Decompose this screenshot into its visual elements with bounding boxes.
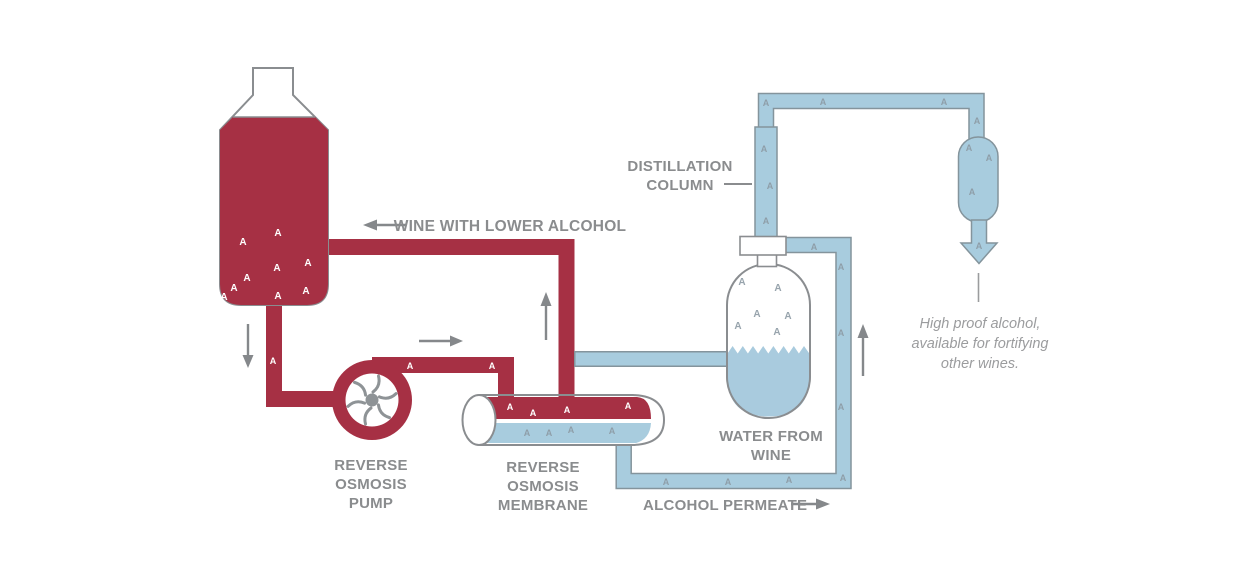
high-proof-note-line2: available for fortifying: [911, 336, 1048, 352]
alcohol-marker: A: [274, 291, 281, 302]
high-proof-alcohol-arrow-icon: [959, 219, 999, 265]
wine-pipes: [266, 239, 575, 407]
water-from-wine-label-line1: WATER FROM: [719, 428, 823, 445]
high-proof-note-line1: High proof alcohol,: [920, 316, 1041, 332]
water-from-wine-vessel: A A A A A A: [726, 263, 811, 419]
alcohol-pipes: [574, 92, 985, 490]
membrane-retentate-half: [479, 397, 651, 419]
flow-arrow-up-permeate-icon: [857, 324, 869, 376]
alcohol-marker: A: [763, 216, 770, 226]
wine-tank: A A A A A A A A A: [219, 67, 329, 306]
alcohol-permeate-pipe: [616, 238, 851, 488]
distillation-column-label-line1: DISTILLATION: [627, 158, 732, 175]
alcohol-marker: A: [753, 309, 760, 320]
alcohol-marker: A: [302, 286, 309, 297]
membrane-permeate-half: [479, 423, 651, 443]
column-overhead-pipe: [759, 94, 984, 140]
pump-outlet-pipe: [372, 357, 514, 398]
pump-label-line2: OSMOSIS: [335, 476, 407, 493]
alcohol-marker: A: [564, 405, 571, 415]
condenser-vessel: A A A: [957, 136, 999, 223]
wine-tank-fill: [220, 117, 328, 305]
alcohol-marker: A: [507, 402, 514, 412]
alcohol-marker: A: [546, 428, 553, 438]
alcohol-marker: A: [609, 426, 616, 436]
flow-arrow-left-wine-return-icon: [363, 219, 406, 231]
condenser-body: [957, 136, 999, 223]
alcohol-marker: A: [761, 144, 768, 154]
alcohol-marker: A: [773, 327, 780, 338]
membrane-shell-outline: [479, 394, 666, 446]
alcohol-marker: A: [976, 241, 983, 251]
alcohol-marker: A: [274, 228, 281, 239]
alcohol-marker: A: [524, 428, 531, 438]
alcohol-permeate-label: ALCOHOL PERMEATE: [643, 497, 807, 514]
alcohol-marker: A: [974, 116, 981, 126]
alcohol-marker: A: [304, 258, 311, 269]
membrane-end-cap: [461, 394, 497, 446]
alcohol-marker: A: [239, 237, 246, 248]
alcohol-marker: A: [489, 361, 496, 371]
distillation-column-label-line2: COLUMN: [646, 177, 713, 194]
reverse-osmosis-pump: [332, 360, 412, 440]
wine-return-label: WINE WITH LOWER ALCOHOL: [394, 218, 626, 235]
alcohol-marker: A: [820, 97, 827, 107]
column-junction-block: [739, 235, 787, 256]
alcohol-marker: A: [734, 321, 741, 332]
alcohol-marker: A: [966, 143, 973, 153]
alcohol-marker: A: [784, 311, 791, 322]
alcohol-marker: A: [786, 475, 793, 485]
flow-arrow-right-permeate-icon: [791, 498, 830, 510]
alcohol-marker: A: [407, 361, 414, 371]
membrane-label-line1: REVERSE: [506, 459, 579, 476]
alcohol-marker: A: [838, 402, 845, 412]
tank-alcohol-markers: A A A A A A A A A: [220, 228, 311, 303]
membrane-label-line3: MEMBRANE: [498, 497, 588, 514]
flow-arrow-up-icon: [540, 292, 552, 340]
alcohol-marker: A: [220, 292, 227, 303]
alcohol-marker: A: [767, 181, 774, 191]
alcohol-marker: A: [568, 425, 575, 435]
membrane-label-line2: OSMOSIS: [507, 478, 579, 495]
vessel-neck: [756, 253, 778, 268]
alcohol-marker: A: [838, 328, 845, 338]
alcohol-marker: A: [273, 263, 280, 274]
alcohol-marker: A: [270, 356, 277, 366]
alcohol-marker: A: [811, 242, 818, 252]
alcohol-marker: A: [625, 401, 632, 411]
alcohol-marker: A: [230, 283, 237, 294]
alcohol-marker: A: [243, 273, 250, 284]
alcohol-marker: A: [738, 277, 745, 288]
alcohol-marker: A: [663, 477, 670, 487]
vessel-alcohol-markers: A A A A A A: [734, 277, 791, 338]
alcohol-marker: A: [530, 408, 537, 418]
alcohol-marker: A: [941, 97, 948, 107]
alcohol-marker: A: [763, 98, 770, 108]
alcohol-marker: A: [725, 477, 732, 487]
alcohol-marker: A: [838, 262, 845, 272]
reverse-osmosis-membrane: A A A A A A A A: [461, 394, 666, 446]
alcohol-marker: A: [774, 283, 781, 294]
high-proof-note-line3: other wines.: [941, 356, 1019, 372]
alcohol-marker: A: [840, 473, 847, 483]
alcohol-marker: A: [986, 153, 993, 163]
pump-impeller-icon: [346, 374, 398, 426]
pump-label-line1: REVERSE: [334, 457, 407, 474]
flow-arrow-down-icon: [242, 324, 254, 368]
tank-outlet-pipe: [266, 298, 344, 407]
alcohol-marker: A: [969, 187, 976, 197]
vessel-water: [727, 346, 810, 417]
wine-return-pipe: [326, 239, 575, 399]
flow-arrow-right-icon: [419, 335, 463, 347]
labels: WINE WITH LOWER ALCOHOL DISTILLATION COL…: [334, 158, 1048, 514]
water-from-wine-label-line2: WINE: [751, 447, 791, 464]
pump-label-line3: PUMP: [349, 495, 393, 512]
flow-arrows: [242, 219, 869, 510]
